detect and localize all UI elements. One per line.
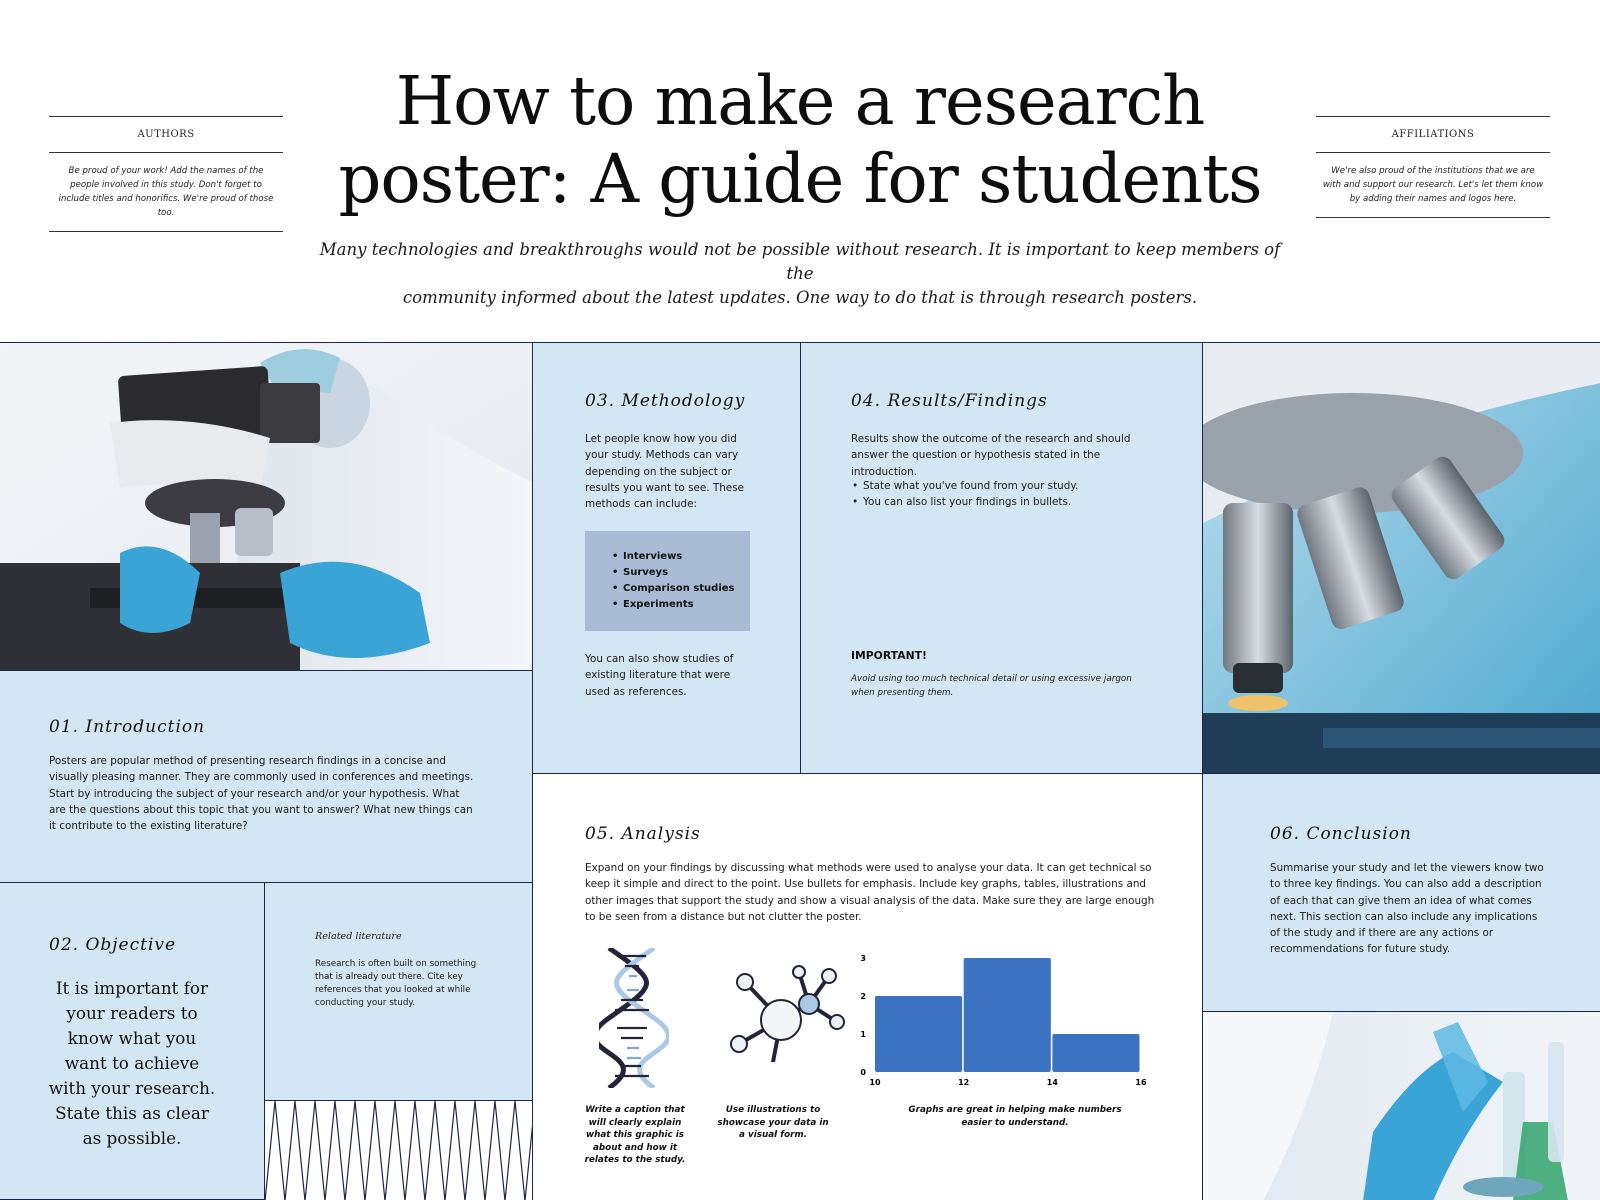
- chart-bar: [875, 996, 963, 1072]
- dna-icon: [592, 945, 671, 1091]
- chart-x-tick-label: 14: [1047, 1078, 1059, 1087]
- method-item: Comparison studies: [611, 581, 735, 597]
- authors-bottom-rule: [49, 231, 283, 232]
- analysis-text: Expand on your findings by discussing wh…: [585, 862, 1155, 923]
- molecule-illustration: [729, 962, 845, 1064]
- methodology-panel: 03. Methodology Let people know how you …: [532, 342, 802, 775]
- authors-box: AUTHORS Be proud of your work! Add the n…: [49, 116, 283, 232]
- chart-x-tick-label: 16: [1135, 1078, 1147, 1087]
- introduction-heading: 01. Introduction: [49, 717, 206, 737]
- chart-y-tick-label: 0: [860, 1068, 866, 1077]
- results-intro: Results show the outcome of the research…: [851, 433, 1131, 478]
- chart-caption: Graphs are great in helping make numbers…: [908, 1105, 1122, 1128]
- affiliations-label: AFFILIATIONS: [1391, 129, 1475, 140]
- affiliations-text: We're also proud of the institutions tha…: [1322, 166, 1544, 204]
- chart-x-tick-label: 10: [869, 1078, 881, 1087]
- methodology-outro: You can also show studies of existing li…: [585, 653, 734, 698]
- authors-top-rule: [49, 116, 283, 117]
- method-item: Experiments: [611, 597, 735, 613]
- microscope-lens-photo: [1202, 342, 1600, 775]
- introduction-panel: 01. Introduction Posters are popular met…: [0, 670, 534, 883]
- title-line-1: How to make a research: [395, 62, 1206, 140]
- methods-list: Interviews Surveys Comparison studies Ex…: [611, 549, 735, 613]
- authors-text: Be proud of your work! Add the names of …: [58, 166, 274, 218]
- related-literature-heading: Related literature: [315, 931, 402, 942]
- microscope-photo: [0, 342, 534, 672]
- objective-text: It is important for your readers to know…: [48, 978, 216, 1148]
- analysis-heading: 05. Analysis: [585, 824, 701, 844]
- affiliations-mid-rule: [1316, 152, 1550, 153]
- chart-bar: [963, 958, 1051, 1072]
- results-list: State what you've found from your study.…: [851, 478, 1151, 511]
- title-line-2: poster: A guide for students: [338, 140, 1263, 218]
- methods-box: Interviews Surveys Comparison studies Ex…: [585, 531, 750, 631]
- results-heading: 04. Results/Findings: [851, 391, 1048, 411]
- conclusion-heading: 06. Conclusion: [1270, 824, 1412, 844]
- dna-caption: Write a caption that will clearly explai…: [584, 1105, 686, 1166]
- affiliations-bottom-rule: [1316, 217, 1550, 218]
- chart-bar: [1052, 1034, 1140, 1072]
- important-label: IMPORTANT!: [851, 649, 927, 662]
- subtitle-line-2: community informed about the latest upda…: [402, 288, 1198, 307]
- page-title: How to make a research poster: A guide f…: [300, 62, 1300, 218]
- important-text: Avoid using too much technical detail or…: [851, 674, 1132, 698]
- objective-heading: 02. Objective: [49, 935, 177, 955]
- introduction-text: Posters are popular method of presenting…: [49, 755, 474, 833]
- chart-x-tick-label: 12: [958, 1078, 969, 1087]
- methodology-heading: 03. Methodology: [585, 391, 746, 411]
- related-literature-panel: Related literature Research is often bui…: [264, 882, 534, 1102]
- affiliations-top-rule: [1316, 116, 1550, 117]
- zigzag-pattern: [264, 1100, 534, 1200]
- results-item: You can also list your findings in bulle…: [851, 494, 1151, 511]
- dna-illustration: [592, 945, 671, 1091]
- results-panel: 04. Results/Findings Results show the ou…: [800, 342, 1204, 775]
- conclusion-text: Summarise your study and let the viewers…: [1270, 862, 1544, 956]
- results-item: State what you've found from your study.: [851, 478, 1151, 495]
- subtitle-line-1: Many technologies and breakthroughs woul…: [319, 240, 1281, 283]
- molecule-caption: Use illustrations to showcase your data …: [717, 1105, 829, 1141]
- zigzag-decoration: [264, 1100, 534, 1200]
- method-item: Interviews: [611, 549, 735, 565]
- authors-label: AUTHORS: [137, 129, 195, 140]
- chart-y-tick-label: 1: [860, 1030, 866, 1039]
- method-item: Surveys: [611, 565, 735, 581]
- lab-flask-photo: [1202, 1011, 1600, 1200]
- methodology-intro: Let people know how you did your study. …: [585, 433, 745, 511]
- affiliations-box: AFFILIATIONS We're also proud of the ins…: [1316, 116, 1550, 218]
- authors-mid-rule: [49, 152, 283, 153]
- chart-y-tick-label: 2: [860, 992, 866, 1001]
- related-literature-text: Research is often built on something tha…: [315, 959, 477, 1008]
- analysis-panel: 05. Analysis Expand on your findings by …: [532, 773, 1204, 1200]
- molecule-icon: [730, 965, 845, 1064]
- objective-panel: 02. Objective It is important for your r…: [0, 882, 266, 1200]
- conclusion-panel: 06. Conclusion Summarise your study and …: [1202, 773, 1600, 1013]
- chart-y-tick-label: 3: [860, 954, 866, 963]
- page-subtitle: Many technologies and breakthroughs woul…: [310, 238, 1290, 310]
